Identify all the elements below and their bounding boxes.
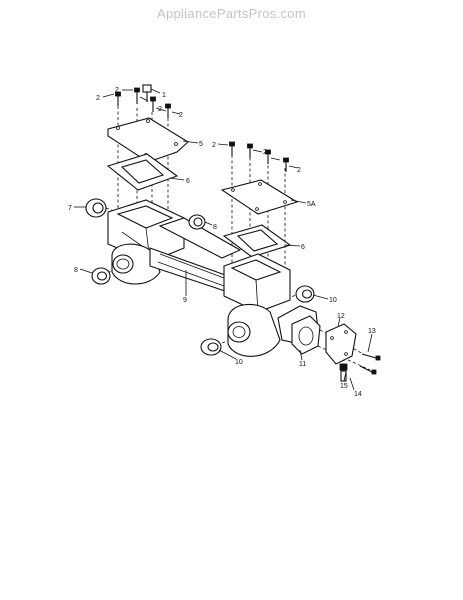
nut-15 (339, 363, 348, 382)
screw-2-right-4 (283, 157, 289, 172)
watermark: AppliancePartsPros.com (157, 6, 306, 21)
seal-8-right (188, 214, 206, 230)
callout-2: 2 (96, 95, 100, 102)
callout-5a: 5A (307, 201, 316, 208)
bearing-7 (85, 198, 107, 218)
bearing-10-upper (295, 285, 315, 303)
screw-2-right-1 (229, 141, 235, 156)
screw-2-left-2 (134, 87, 140, 104)
callout-2: 2 (297, 167, 301, 174)
callout-10: 10 (235, 359, 243, 366)
callout-2: 2 (158, 106, 162, 113)
callout-14: 14 (354, 391, 362, 398)
bolt-13-upper (361, 353, 381, 361)
screw-2-right-2 (247, 143, 253, 158)
callout-2: 2 (263, 149, 267, 156)
leader-lines (74, 88, 373, 391)
callout-8: 8 (213, 224, 217, 231)
callout-8: 8 (74, 267, 78, 274)
callout-7: 7 (68, 205, 72, 212)
seal-8-left (91, 267, 111, 285)
callout-2: 2 (179, 112, 183, 119)
callout-labels: 2 2 1 2 2 5 6 2 2 2 5A 6 7 8 8 9 10 10 1… (68, 87, 376, 398)
screw-2-left-4 (165, 103, 171, 118)
flange-cover-12 (325, 323, 357, 365)
callout-12: 12 (337, 313, 345, 320)
screw-2-left-1 (115, 91, 121, 106)
cover-plate-5 (107, 117, 189, 163)
callout-6: 6 (186, 178, 190, 185)
flange-gasket-11 (291, 315, 321, 355)
bolt-13-lower (359, 365, 377, 375)
cover-plate-5a (220, 179, 299, 215)
callout-13: 13 (368, 328, 376, 335)
callout-6: 6 (301, 244, 305, 251)
callout-15: 15 (340, 383, 348, 390)
callout-10: 10 (329, 297, 337, 304)
gasket-6-left (106, 153, 179, 191)
bearing-10-lower (200, 338, 222, 356)
gear-housing (107, 199, 319, 357)
callout-2: 2 (115, 87, 119, 94)
callout-11: 11 (299, 361, 306, 368)
screw-2-right-3 (265, 149, 271, 164)
screw-2-left-3 (150, 96, 156, 112)
callout-5: 5 (199, 141, 203, 148)
callout-9: 9 (183, 297, 187, 304)
callout-2: 2 (212, 142, 216, 149)
callout-1: 1 (162, 92, 166, 99)
